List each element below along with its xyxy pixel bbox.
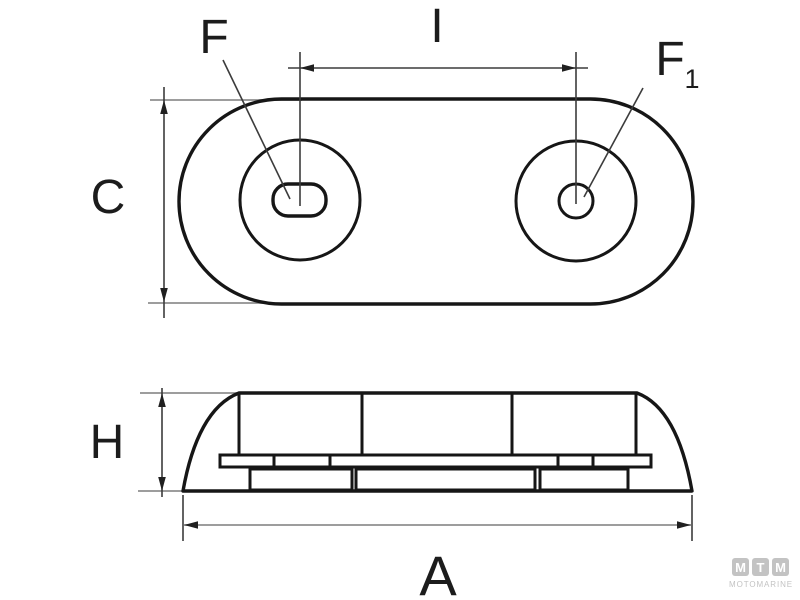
- logo-box-2: [752, 558, 769, 576]
- logo-letter-2: T: [757, 560, 765, 575]
- foot-block-right: [538, 467, 630, 492]
- logo-letter-1: M: [735, 560, 746, 575]
- f1-subscript: 1: [684, 64, 699, 94]
- c-arrow-up-icon: [160, 100, 168, 114]
- f-label: F: [199, 11, 228, 64]
- c-label: C: [91, 171, 126, 224]
- side-view-outline: [181, 391, 694, 493]
- side-view: H A: [90, 388, 694, 600]
- c-arrow-down-icon: [160, 288, 168, 302]
- i-label: I: [430, 0, 443, 53]
- dimension-i: I: [288, 0, 588, 72]
- insert-strip: [218, 453, 653, 469]
- dimension-h: H: [90, 388, 166, 497]
- logo-box-1: [732, 558, 749, 576]
- logo-box-3: [772, 558, 789, 576]
- top-view: I C F F 1: [91, 0, 700, 318]
- mtm-motomarine-logo: M T M MOTOMARINE: [729, 558, 793, 589]
- logo-letter-3: M: [775, 560, 786, 575]
- i-arrow-right-icon: [562, 64, 576, 72]
- h-label: H: [90, 416, 125, 469]
- i-arrow-left-icon: [300, 64, 314, 72]
- dimension-a: A: [182, 495, 693, 600]
- dimension-c: C: [91, 87, 168, 318]
- top-view-outline: [177, 97, 695, 306]
- h-arrow-up-icon: [158, 393, 166, 407]
- a-arrow-right-icon: [677, 521, 691, 529]
- h-arrow-down-icon: [158, 477, 166, 491]
- f1-label: F: [655, 33, 684, 86]
- foot-block-left: [248, 467, 354, 492]
- logo-subtitle: MOTOMARINE: [729, 580, 793, 589]
- a-label: A: [419, 544, 457, 600]
- foot-block-middle: [354, 467, 537, 492]
- f-leader-line: [222, 59, 291, 200]
- f1-leader-line: [583, 87, 644, 198]
- callout-f1: F 1: [583, 33, 700, 198]
- a-arrow-left-icon: [184, 521, 198, 529]
- callout-f: F: [199, 11, 291, 200]
